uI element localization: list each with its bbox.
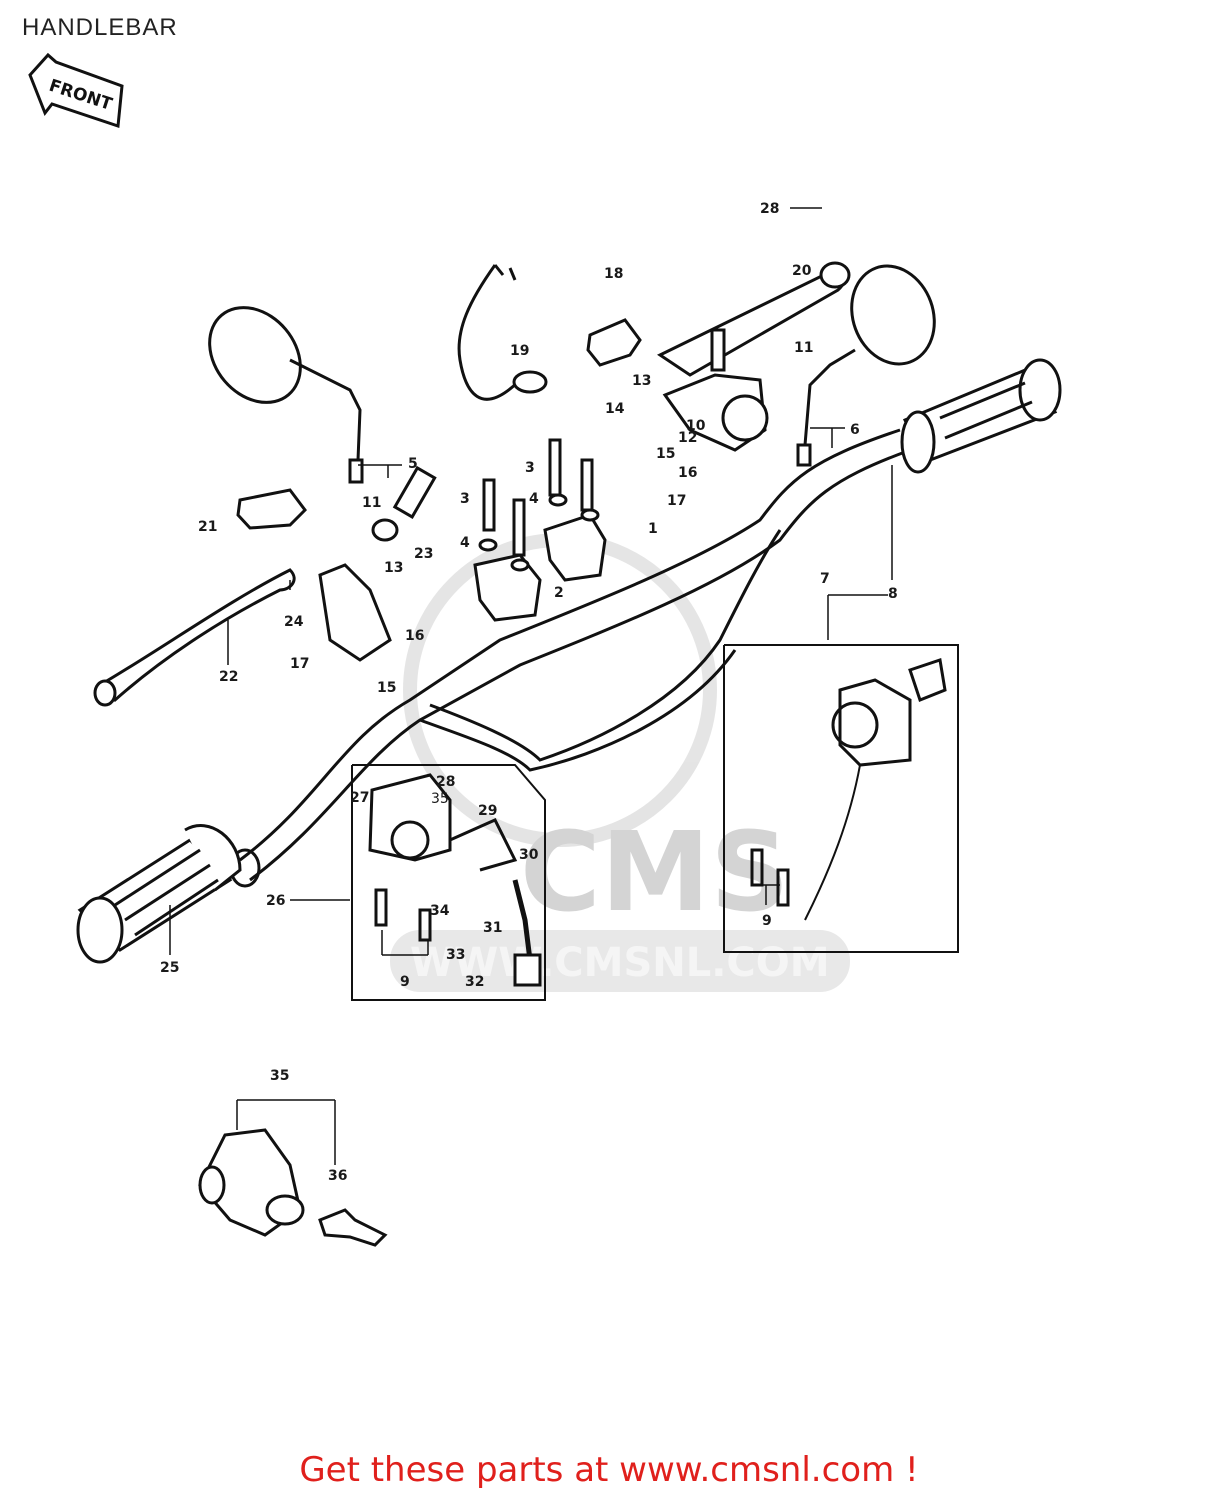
callout-4: 4 (460, 535, 470, 551)
callout-13: 13 (632, 373, 651, 389)
callout-31: 31 (483, 920, 502, 936)
callout-19: 19 (510, 343, 529, 359)
callout-6: 6 (850, 422, 860, 438)
callout-28: 28 (436, 774, 455, 790)
callout-15: 15 (377, 680, 396, 696)
callout-28: 28 (760, 201, 779, 217)
callout-29: 29 (478, 803, 497, 819)
callout-30: 30 (519, 847, 539, 863)
callout-32: 32 (465, 974, 484, 990)
callout-24: 24 (284, 614, 304, 630)
callout-35: 35 (431, 791, 449, 807)
callout-3: 3 (525, 460, 535, 476)
callout-27: 27 (350, 790, 369, 806)
callout-25: 25 (160, 960, 179, 976)
callout-26: 26 (266, 893, 285, 909)
callout-1: 1 (648, 521, 658, 537)
callout-9: 9 (400, 974, 410, 990)
callout-9: 9 (762, 913, 772, 929)
leader-lines (169, 207, 893, 1165)
callout-16: 16 (405, 628, 424, 644)
front-brake-lever (656, 261, 851, 452)
footer-promo[interactable]: Get these parts at www.cmsnl.com ! (0, 1450, 1218, 1490)
handlebar-tube (229, 428, 906, 888)
left-switch-housing (351, 764, 546, 1001)
callout-12: 12 (678, 430, 697, 446)
callout-11: 11 (362, 495, 381, 511)
callout-7: 7 (820, 571, 830, 587)
left-grip (76, 824, 242, 964)
callout-18: 18 (604, 266, 623, 282)
right-grip (900, 358, 1062, 474)
ignition-switch (198, 1128, 388, 1247)
left-mirror (208, 306, 364, 484)
callout-17: 17 (290, 656, 309, 672)
callout-20: 20 (792, 263, 812, 279)
cms-watermark: CMS WWW.CMSNL.COM (390, 533, 850, 992)
brake-switch (457, 264, 642, 401)
callout-35: 35 (270, 1068, 289, 1084)
page-title: HANDLEBAR (22, 14, 178, 41)
callout-21: 21 (198, 519, 217, 535)
callout-5: 5 (408, 456, 418, 472)
callout-14: 14 (605, 401, 625, 417)
callout-36: 36 (328, 1168, 347, 1184)
callout-13: 13 (384, 560, 403, 576)
handlebar-clamps (473, 438, 607, 622)
callout-34: 34 (430, 903, 450, 919)
callout-8: 8 (888, 586, 898, 602)
footer-link[interactable]: Get these parts at www.cmsnl.com ! (299, 1450, 919, 1490)
callout-22: 22 (219, 669, 238, 685)
watermark-url: WWW.CMSNL.COM (410, 940, 830, 986)
clutch-lever (93, 465, 437, 707)
callout-3: 3 (460, 491, 470, 507)
callout-15: 15 (656, 446, 675, 462)
callout-2: 2 (554, 585, 564, 601)
callout-labels: 1 2 3 3 4 4 5 6 7 8 9 9 10 11 11 12 13 1… (160, 201, 898, 1184)
callout-16: 16 (678, 465, 697, 481)
right-mirror (796, 264, 936, 467)
callout-4: 4 (529, 491, 539, 507)
callout-10: 10 (686, 418, 706, 434)
right-switch-housing (723, 644, 959, 953)
callout-33: 33 (446, 947, 465, 963)
callout-23: 23 (414, 546, 433, 562)
front-arrow-icon: FRONT (28, 52, 124, 129)
callout-17: 17 (667, 493, 686, 509)
watermark-brand: CMS (520, 808, 789, 936)
callout-11: 11 (794, 340, 813, 356)
